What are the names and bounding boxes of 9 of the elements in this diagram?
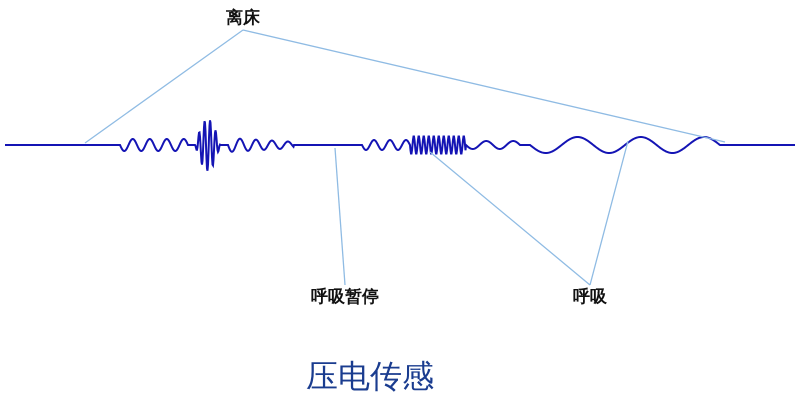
callout-label: 呼吸 bbox=[573, 287, 607, 307]
caption: 压电传感 bbox=[306, 358, 434, 394]
callout-label: 离床 bbox=[226, 8, 260, 28]
callout-label: 呼吸暂停 bbox=[311, 287, 379, 307]
leader-line bbox=[334, 148, 346, 286]
leader-line bbox=[430, 152, 590, 286]
leader-line bbox=[589, 140, 629, 286]
leader-line bbox=[242, 29, 726, 143]
leader-line bbox=[84, 29, 244, 144]
